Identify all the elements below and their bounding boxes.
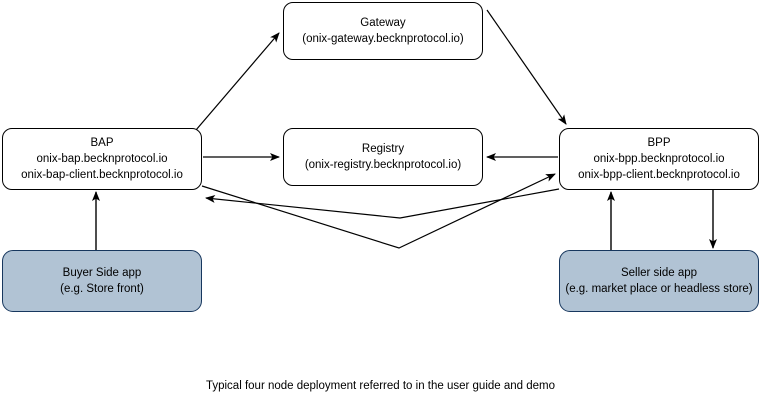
bpp-node-title: BPP [647,137,671,149]
seller-side-app-node[interactable]: Seller side app (e.g. market place or he… [559,250,759,312]
registry-node-title: Registry [361,143,405,155]
edge-bpp-to-bap [205,188,560,219]
buyer-side-app-subtitle: (e.g. Store front) [60,283,144,295]
bpp-node-client-host: onix-bpp-client.becknprotocol.io [578,169,740,181]
registry-node-host: (onix-registry.becknprotocol.io) [304,159,462,171]
buyer-side-app-title: Buyer Side app [62,267,142,279]
seller-side-app-subtitle: (e.g. market place or headless store) [565,283,753,295]
registry-node[interactable]: Registry (onix-registry.becknprotocol.io… [283,128,483,186]
gateway-node[interactable]: Gateway (onix-gateway.becknprotocol.io) [283,2,483,60]
gateway-node-title: Gateway [360,17,406,29]
bap-node-client-host: onix-bap-client.becknprotocol.io [21,169,183,181]
bpp-node[interactable]: BPP onix-bpp.becknprotocol.io onix-bpp-c… [559,128,759,190]
edge-bap-to-gateway [195,32,280,131]
bap-node-host: onix-bap.becknprotocol.io [36,153,168,165]
buyer-side-app-node[interactable]: Buyer Side app (e.g. Store front) [2,250,202,312]
bap-node[interactable]: BAP onix-bap.becknprotocol.io onix-bap-c… [2,128,202,190]
bap-node-title: BAP [90,137,114,149]
edge-gateway-to-bpp [486,9,567,125]
diagram-caption: Typical four node deployment referred to… [205,380,556,392]
bpp-node-host: onix-bpp.becknprotocol.io [593,153,725,165]
seller-side-app-title: Seller side app [620,267,698,279]
gateway-node-host: (onix-gateway.becknprotocol.io) [302,33,464,45]
